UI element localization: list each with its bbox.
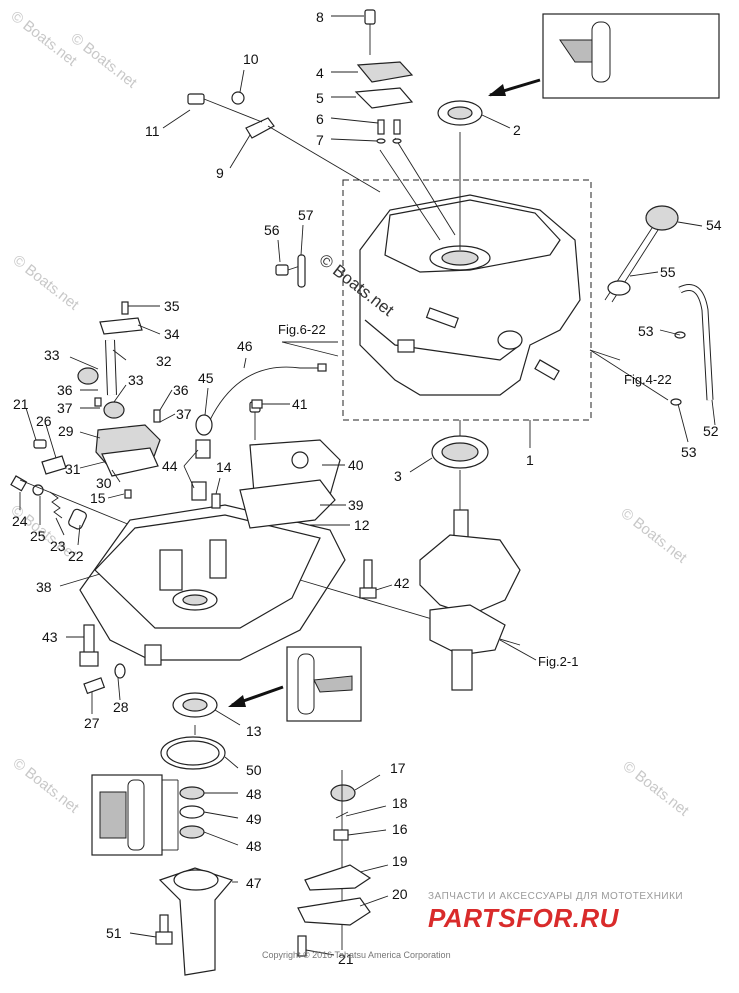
lower-seals <box>155 692 234 976</box>
callout-48b: 48 <box>246 838 262 854</box>
callout-47: 47 <box>246 875 262 891</box>
valve-parts-22-25 <box>10 475 131 530</box>
callout-15: 15 <box>90 490 106 506</box>
watermark: © Boats.net <box>620 758 693 820</box>
callout-35: 35 <box>164 298 180 314</box>
bolt-56-pin-57 <box>275 254 306 288</box>
callout-24: 24 <box>12 513 28 529</box>
watermark: © Boats.net <box>68 30 141 92</box>
callout-57: 57 <box>298 207 314 223</box>
callout-32: 32 <box>156 353 172 369</box>
housing-29-31 <box>33 424 161 499</box>
callout-34: 34 <box>164 326 180 342</box>
callout-49: 49 <box>246 811 262 827</box>
callout-50: 50 <box>246 762 262 778</box>
leader-lines <box>19 15 716 956</box>
callout-4: 4 <box>316 65 324 81</box>
callout-30: 30 <box>96 475 112 491</box>
callout-27: 27 <box>84 715 100 731</box>
callout-29: 29 <box>58 423 74 439</box>
callout-48: 48 <box>246 786 262 802</box>
callout-53b: 53 <box>681 444 697 460</box>
top-plate-parts <box>354 9 414 144</box>
callout-38: 38 <box>36 579 52 595</box>
callout-20: 20 <box>392 886 408 902</box>
callout-13: 13 <box>246 723 262 739</box>
cylinder-block <box>359 132 581 396</box>
callout-9: 9 <box>216 165 224 181</box>
callout-14: 14 <box>216 459 232 475</box>
callout-54: 54 <box>706 217 722 233</box>
callout-21b: 21 <box>338 951 354 967</box>
watermark: © Boats.net <box>10 755 83 817</box>
callout-10: 10 <box>243 51 259 67</box>
callout-36b: 36 <box>173 382 189 398</box>
callout-53: 53 <box>638 323 654 339</box>
callout-36: 36 <box>57 382 73 398</box>
callout-1: 1 <box>526 452 534 468</box>
callout-26: 26 <box>36 413 52 429</box>
callout-2: 2 <box>513 122 521 138</box>
callout-21: 21 <box>13 396 29 412</box>
copyright-text: Copyright © 2016 Tohatsu America Corpora… <box>262 950 451 960</box>
crankshaft <box>419 435 521 691</box>
callout-31: 31 <box>65 461 81 477</box>
ad-logo: PARTSFOR.RU <box>428 903 619 933</box>
callout-16: 16 <box>392 821 408 837</box>
callout-45: 45 <box>198 370 214 386</box>
callout-42: 42 <box>394 575 410 591</box>
detail-inset-top <box>488 13 720 99</box>
thermostat-cluster <box>77 301 161 423</box>
callout-7: 7 <box>316 132 324 148</box>
callout-55: 55 <box>660 264 676 280</box>
detail-inset-middle <box>228 646 362 722</box>
callout-41: 41 <box>292 396 308 412</box>
ad-caption: ЗАПЧАСТИ И АКСЕССУАРЫ ДЛЯ МОТОТЕХНИКИ <box>428 891 684 902</box>
callout-37b: 37 <box>176 406 192 422</box>
fig-ref-6-22: Fig.6-22 <box>278 322 326 337</box>
callout-17: 17 <box>390 760 406 776</box>
fig-ref-2-1: Fig.2-1 <box>538 654 578 669</box>
detail-inset-left <box>91 774 179 856</box>
bracket-parts <box>187 91 381 193</box>
callout-3: 3 <box>394 468 402 484</box>
fig-ref-4-22: Fig.4-22 <box>624 372 672 387</box>
callout-5: 5 <box>316 90 324 106</box>
callout-44: 44 <box>162 458 178 474</box>
dipstick-parts <box>604 205 679 303</box>
callout-43: 43 <box>42 629 58 645</box>
cylinder-block-assembly-box <box>342 179 592 421</box>
hose-parts <box>589 284 714 406</box>
callout-40: 40 <box>348 457 364 473</box>
callout-11: 11 <box>145 123 160 139</box>
callout-39: 39 <box>348 497 364 513</box>
callout-8: 8 <box>316 9 324 25</box>
crankcase-38 <box>79 504 346 666</box>
callout-37: 37 <box>57 400 73 416</box>
callout-25: 25 <box>30 528 46 544</box>
watermark: © Boats.net <box>618 505 691 567</box>
oil-seal-2 <box>437 100 483 126</box>
callout-19: 19 <box>392 853 408 869</box>
watermark: © Boats.net <box>10 252 83 314</box>
callout-23: 23 <box>50 538 66 554</box>
callout-12: 12 <box>354 517 370 533</box>
callouts: 8 4 5 6 7 2 10 11 9 54 55 56 57 35 34 33… <box>12 9 722 967</box>
callout-28: 28 <box>113 699 129 715</box>
sensor-parts <box>191 363 327 509</box>
impeller-parts <box>297 770 372 957</box>
callout-46: 46 <box>237 338 253 354</box>
callout-18: 18 <box>392 795 408 811</box>
callout-56: 56 <box>264 222 280 238</box>
callout-6: 6 <box>316 111 324 127</box>
callout-33b: 33 <box>128 372 144 388</box>
callout-33: 33 <box>44 347 60 363</box>
callout-52: 52 <box>703 423 719 439</box>
gaskets-39-40 <box>239 401 341 529</box>
callout-51: 51 <box>106 925 122 941</box>
callout-22: 22 <box>68 548 84 564</box>
